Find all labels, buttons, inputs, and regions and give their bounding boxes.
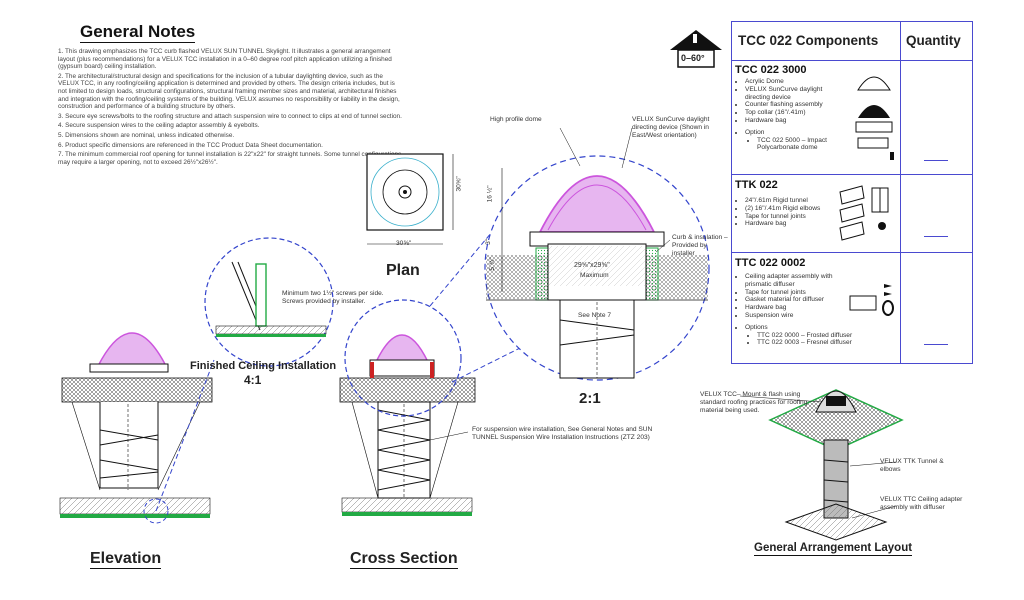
pitch-label: 0–60°	[681, 53, 705, 63]
options-label: Option	[745, 129, 835, 137]
component-item: Tape for tunnel joints	[745, 213, 845, 221]
plan-title: Plan	[386, 262, 420, 279]
tcc-parts-illustration	[852, 68, 898, 173]
note-item: 6. Product specific dimensions are refer…	[58, 141, 323, 149]
suncurve-label: VELUX SunCurve daylight directing device…	[632, 116, 710, 139]
section-ttc: TTC 022 0002 Ceiling adapter assembly wi…	[735, 257, 895, 347]
component-item: Acrylic Dome	[745, 78, 835, 86]
note-item: 7. The minimum commercial roof opening f…	[58, 151, 402, 166]
note-item: 1. This drawing emphasizes the TCC curb …	[58, 48, 392, 71]
component-item: Suspension wire	[745, 312, 840, 320]
component-item: Tape for tunnel joints	[745, 289, 840, 297]
see-note-label: See Note 7	[578, 312, 611, 319]
cross-section-title: Cross Section	[350, 550, 458, 569]
opening-dim: 29⅝"x29⅝"	[574, 262, 610, 269]
finished-ceiling-label: Finished Ceiling Installation	[190, 360, 337, 372]
arrangement-title: General Arrangement Layout	[754, 542, 913, 556]
quantity-field[interactable]	[924, 236, 948, 237]
detail-2to1-scale: 2:1	[579, 390, 601, 407]
dim-3: 3"	[485, 238, 493, 245]
section-tcc: TCC 022 3000 Acrylic Dome VELUX SunCurve…	[735, 64, 895, 152]
component-item: Top collar (16"/.41m)	[745, 109, 835, 117]
component-item: Hardware bag	[745, 220, 845, 228]
elevation-title: Elevation	[90, 550, 162, 569]
option-item: TCC 022 5000 – Impact Polycarbonate dome	[757, 137, 867, 153]
ttc-parts-illustration	[848, 278, 898, 333]
suspension-note: For suspension wire installation, See Ge…	[472, 426, 653, 441]
options-label: Options	[745, 324, 840, 332]
component-item: Hardware bag	[745, 117, 835, 125]
note-item: 2. The architectural/structural design a…	[58, 72, 400, 111]
section-ttk: TTK 022 24"/.61m Rigid tunnel (2) 16"/.4…	[735, 179, 895, 228]
section-heading: TTC 022 0002	[735, 257, 806, 269]
cross-section-view	[339, 219, 521, 516]
option-item: TTC 022 0003 – Fresnel diffuser	[757, 339, 897, 347]
screw-note: Minimum two 1½" screws per side. Screws …	[282, 290, 384, 305]
ttk-parts-illustration	[838, 184, 894, 249]
component-item: VELUX SunCurve daylight directing device	[745, 86, 835, 102]
general-notes-list: 1. This drawing emphasizes the TCC curb …	[58, 48, 403, 168]
component-item: (2) 16"/.41m Rigid elbows	[745, 205, 845, 213]
detail-2to1	[484, 127, 710, 381]
quantity-field[interactable]	[924, 160, 948, 161]
dim-16: 16 ½"	[486, 185, 494, 203]
dome-label: High profile dome	[490, 116, 542, 123]
note-item: 3. Secure eye screws/bolts to the roofin…	[58, 112, 402, 120]
detail-4to1-scale: 4:1	[244, 373, 262, 387]
tcc-arrangement-label: VELUX TCC– Mount & flash using standard …	[700, 391, 808, 414]
component-item: Gasket material for diffuser	[745, 296, 840, 304]
plan-view-drawing	[366, 153, 454, 245]
detail-4to1	[155, 237, 334, 512]
section-heading: TTK 022	[735, 179, 778, 191]
header-quantity: Quantity	[906, 33, 961, 48]
plan-width-dim: 30⅝"	[396, 240, 412, 247]
note-item: 5. Dimensions shown are nominal, unless …	[58, 131, 235, 139]
roof-pitch-icon: 0–60°	[668, 28, 724, 70]
note-item: 4. Secure suspension wires to the ceilin…	[58, 122, 260, 130]
opening-sub: Maximum	[580, 272, 609, 279]
components-table: TCC 022 Components Quantity TCC 022 3000…	[731, 21, 973, 364]
ttk-arrangement-label: VELUX TTK Tunnel & elbows	[880, 458, 944, 473]
arrangement-drawing	[739, 389, 904, 541]
ttc-arrangement-label: VELUX TTC Ceiling adapter assembly with …	[880, 496, 963, 511]
option-item: TTC 022 0000 – Frosted diffuser	[757, 332, 897, 340]
section-heading: TCC 022 3000	[735, 64, 807, 76]
header-components: TCC 022 Components	[738, 33, 879, 48]
component-item: Counter flashing assembly	[745, 101, 835, 109]
component-item: Hardware bag	[745, 304, 840, 312]
quantity-field[interactable]	[924, 344, 948, 345]
component-item: 24"/.61m Rigid tunnel	[745, 197, 845, 205]
elevation-view	[59, 332, 213, 524]
general-notes-title: General Notes	[80, 22, 196, 43]
curb-label: Curb & insulation – Provided by installe…	[672, 234, 728, 257]
component-item: Ceiling adapter assembly with prismatic …	[745, 273, 840, 289]
dim-5: 5 ¾"	[488, 257, 496, 271]
